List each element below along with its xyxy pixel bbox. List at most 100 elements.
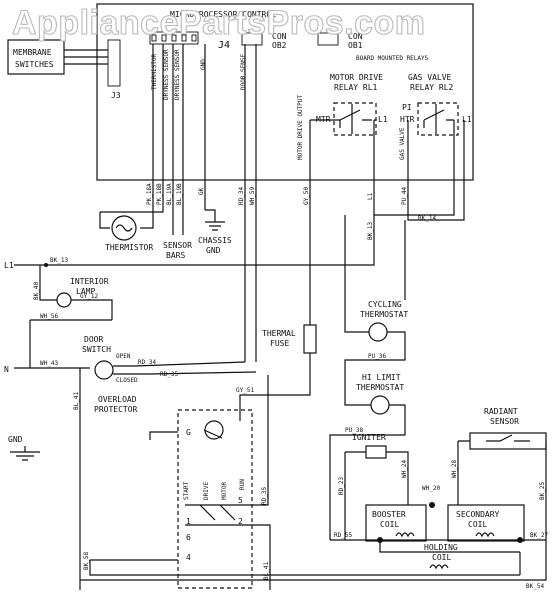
wire-label: WH_20 xyxy=(422,485,440,492)
interior-lamp-symbol xyxy=(56,292,72,308)
thermal-fuse-symbol xyxy=(303,324,317,354)
microprocessor-label: MICROPROCESSOR CONTROL xyxy=(170,10,276,19)
wire-label: WH_56 xyxy=(40,313,58,320)
overload-label: OVERLOAD xyxy=(98,395,137,404)
thermostat-feed xyxy=(344,215,406,300)
door-label: DOOR xyxy=(84,335,103,344)
run-label: RUN xyxy=(239,479,246,490)
j4-pin xyxy=(161,34,167,42)
l1-wire xyxy=(14,215,375,266)
igniter-symbol xyxy=(365,445,387,459)
dryness-sensor-pin-label: DRYNESS SENSOR xyxy=(163,49,170,100)
junction xyxy=(44,263,48,267)
sensor-label: SENSOR xyxy=(163,241,192,250)
wire-label: BK_40 xyxy=(33,282,40,300)
wire-label: PU_44 xyxy=(401,187,408,205)
fuse-label: FUSE xyxy=(270,339,289,348)
door-switch-wires xyxy=(79,361,257,590)
board-output-wires xyxy=(152,44,465,362)
wire-label: GY_12 xyxy=(80,293,98,300)
pin5-label: 5 xyxy=(238,496,243,505)
junction xyxy=(517,537,523,543)
j4-pin xyxy=(191,34,197,42)
interior-label: INTERIOR xyxy=(70,277,109,286)
door-sense-pin-label: DOOR SENSE xyxy=(240,53,247,90)
holding-coil-winding xyxy=(429,564,449,570)
wire-label: RD_34 xyxy=(138,359,156,366)
secondary-coil-winding xyxy=(475,532,495,538)
secondary-coil-label: COIL xyxy=(468,520,487,529)
wire-label: RD_35 xyxy=(261,487,268,505)
gas-relay-label-2: RELAY RL2 xyxy=(410,83,454,92)
wire-label: RD_35 xyxy=(160,371,178,378)
switches-label: SWITCHES xyxy=(15,60,54,69)
overload-protector-symbol xyxy=(204,420,224,440)
dryness-sensor-pin-label: DRYNESS SENSOR xyxy=(174,49,181,100)
ob2-label: OB2 xyxy=(272,41,287,50)
booster-coil-label: COIL xyxy=(380,520,399,529)
ground-lead xyxy=(149,431,178,440)
pin2-label: 2 xyxy=(238,517,243,526)
wire-label: BK_27 xyxy=(530,532,548,539)
ob2-con-label: CON xyxy=(272,32,287,41)
board-relays-label: BOARD MOUNTED RELAYS xyxy=(356,55,429,62)
ribbon-cable xyxy=(64,49,108,65)
watermark: AppliancePartsPros.com xyxy=(12,4,425,42)
closed-label: CLOSED xyxy=(116,377,138,384)
wire-label: PU_36 xyxy=(368,353,386,360)
door-switch-symbol xyxy=(94,360,114,380)
gas-valve-output-label: GAS VALVE xyxy=(399,127,406,160)
ob1-label: OB1 xyxy=(348,41,363,50)
wire-label: RD_34 xyxy=(238,187,245,205)
g-label: G xyxy=(186,428,191,437)
wire-label: WH_43 xyxy=(40,360,58,367)
motor-switch-contacts xyxy=(185,504,250,526)
htr-label: HTR xyxy=(400,115,415,124)
wire-label: GK xyxy=(198,187,205,195)
wire-label: WH_24 xyxy=(401,460,408,478)
radiant-sensor-contacts xyxy=(486,434,530,442)
gnd-pin-label: GND xyxy=(200,59,207,70)
booster-coil-winding xyxy=(395,532,415,538)
motor-wires xyxy=(250,375,271,590)
lamp-label: LAMP xyxy=(76,287,95,296)
hi-limit-wires xyxy=(329,385,406,540)
motor-label: MOTOR xyxy=(221,482,228,500)
j3-connector xyxy=(107,39,121,87)
holding-coil-label: COIL xyxy=(432,553,451,562)
pi-label: PI xyxy=(402,103,412,112)
wire-label: WH_28 xyxy=(451,460,458,478)
hi-limit-label: HI LIMIT xyxy=(362,373,401,382)
drive-label: DRIVE xyxy=(203,482,210,500)
cycling-thermostat-symbol xyxy=(368,322,388,342)
relay1-l1-label: L1 xyxy=(378,115,388,124)
radiant-sensor-symbol xyxy=(469,432,547,450)
secondary-coil-box xyxy=(447,504,525,542)
j4-pin xyxy=(151,34,157,42)
hi-limit-thermostat-label: THERMOSTAT xyxy=(356,383,404,392)
wire-label: BK_14 xyxy=(418,215,436,222)
start-label: START xyxy=(183,482,190,500)
gnd-label: GND xyxy=(8,435,23,444)
ob1-connector xyxy=(317,32,339,46)
chassis-ground-symbol xyxy=(205,209,225,231)
radiant-sensor-label: SENSOR xyxy=(490,417,519,426)
wire-label: BL_19B xyxy=(176,183,183,205)
ground-symbol xyxy=(10,446,40,461)
lamp-wires xyxy=(39,265,113,320)
wire-label: RD_55 xyxy=(334,532,352,539)
cycling-thermostat-label: THERMOSTAT xyxy=(360,310,408,319)
j4-pin xyxy=(171,34,177,42)
l1-label: L1 xyxy=(4,261,14,270)
radiant-label: RADIANT xyxy=(484,407,518,416)
membrane-label: MEMBRANE xyxy=(13,48,52,57)
gas-valve-relay xyxy=(417,102,459,136)
switch-label: SWITCH xyxy=(82,345,111,354)
thermistor-pin-label: THERMISTOR xyxy=(151,53,158,90)
wire-label: BK_25 xyxy=(539,482,546,500)
wire-label: WH_59 xyxy=(249,187,256,205)
wire-label: L1 xyxy=(367,192,374,200)
open-label: OPEN xyxy=(116,353,131,360)
wire-label: BL_41 xyxy=(73,392,80,410)
